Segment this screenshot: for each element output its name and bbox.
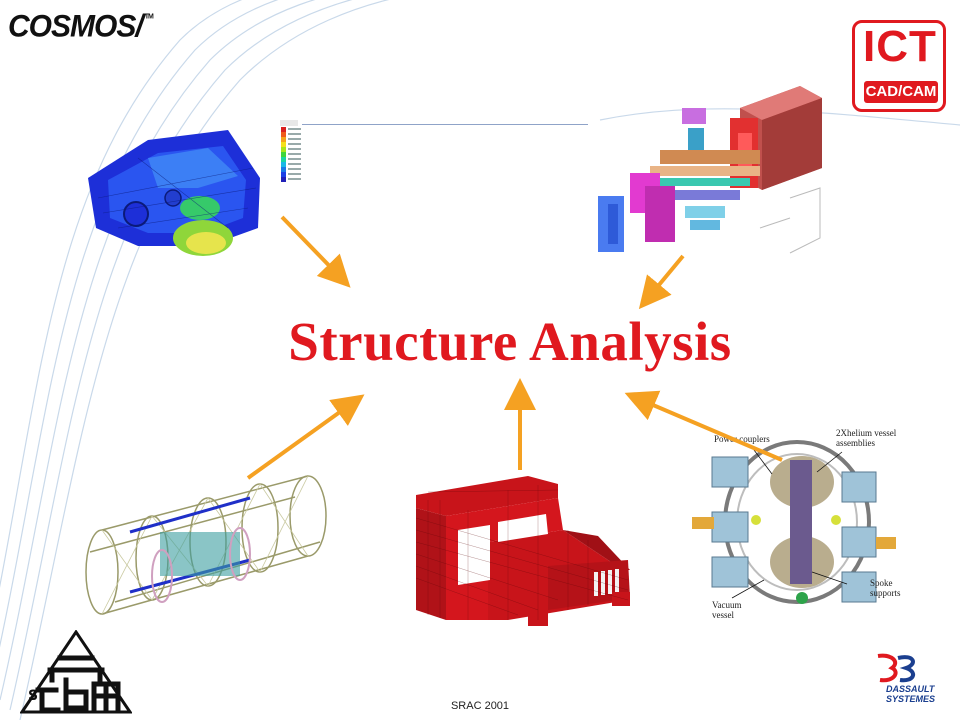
callout-helium-vessel: 2Xhelium vessel assemblies <box>836 428 897 448</box>
arrow-from-lattice <box>246 394 365 480</box>
cosmos-tm: TM <box>144 13 154 21</box>
arrow-from-gearbox <box>280 215 351 288</box>
svg-text:S: S <box>28 688 38 704</box>
jeep-mesh-image <box>415 476 630 626</box>
company-seal-logo: S <box>20 630 132 714</box>
lattice-structure-image <box>85 475 327 615</box>
exploded-assembly-image <box>598 86 822 254</box>
callout-spoke-supports: Spoke supports <box>870 578 901 598</box>
arrow-from-cryomodule <box>624 390 783 462</box>
ict-logo-text: ICT <box>863 22 937 71</box>
cosmos-logo-text: COSMOS/ <box>8 9 144 44</box>
cryomodule-diagram-image <box>692 412 922 622</box>
ict-logo-subtitle: CAD/CAM <box>864 81 938 103</box>
cosmos-logo: COSMOS/TM <box>8 9 154 45</box>
dassault-line2: SYSTEMES <box>886 694 936 704</box>
dassault-line1: DASSAULT <box>886 684 935 694</box>
dassault-logo-mark <box>877 653 916 683</box>
gearbox-stress-image <box>88 130 260 256</box>
arrow-from-assembly <box>638 254 685 310</box>
footer-text: SRAC 2001 <box>450 700 510 712</box>
callout-power-couplers: Power couplers <box>714 434 770 444</box>
slide-title: Structure Analysis <box>288 311 732 372</box>
legend-title <box>280 120 298 126</box>
color-legend <box>278 118 588 190</box>
dassault-logo-text: DASSAULT SYSTEMES <box>886 684 935 704</box>
legend-color-bar <box>281 127 301 182</box>
callout-vacuum-vessel: Vacuum vessel <box>712 600 742 620</box>
legend-header-line <box>302 124 588 125</box>
